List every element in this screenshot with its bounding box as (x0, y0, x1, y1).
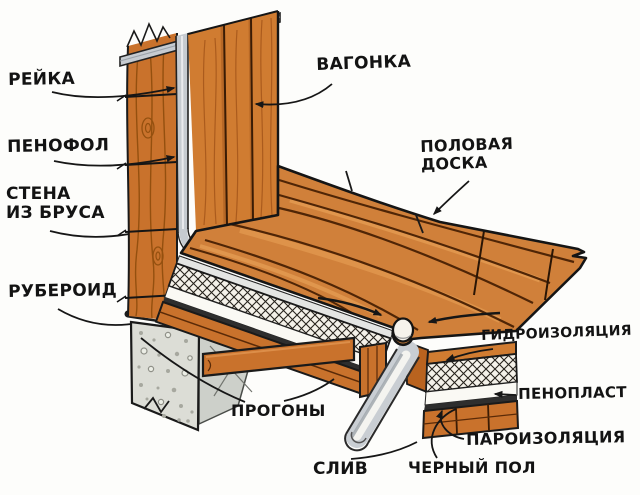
leader-polovaya (432, 180, 470, 216)
leader-paroizolyatsiya (436, 409, 465, 440)
label-stena-line1: СТЕНА (6, 184, 71, 204)
floor-boards (179, 164, 588, 347)
label-stena-line2: ИЗ БРУСА (6, 203, 105, 224)
wall-torn-top-edge (126, 21, 171, 48)
floor-joist-beam (201, 336, 356, 378)
leader-penofol (53, 155, 176, 167)
leader-reika (51, 86, 176, 99)
label-paroizolyatsiya: ПАРОИЗОЛЯЦИЯ (465, 427, 626, 449)
label-penoplast: ПЕНОПЛАСТ (517, 383, 627, 403)
label-stena-iz-brusa: СТЕНА ИЗ БРУСА (6, 184, 105, 224)
airflow-arrows (317, 296, 501, 324)
lining-boards (187, 10, 280, 232)
leader-progony-left (140, 337, 246, 403)
leader-vagonka (254, 83, 333, 109)
leader-penoplast (493, 390, 517, 398)
label-penofol: ПЕНОФОЛ (6, 135, 110, 157)
label-polovaya-doska: ПОЛОВАЯ ДОСКА (420, 134, 514, 174)
label-sliv: СЛИВ (313, 459, 368, 479)
leader-stena (49, 230, 130, 238)
drain-gutter (344, 341, 420, 452)
edge-tick-marks (345, 170, 424, 234)
label-vagonka: ВАГОНКА (315, 51, 412, 75)
label-ruberoid: РУБЕРОИД (7, 280, 118, 302)
label-cherny-pol: ЧЕРНЫЙ ПОЛ (408, 458, 536, 477)
leader-ruberoid (57, 308, 132, 326)
drain-hole (391, 317, 415, 343)
leader-sliv (350, 441, 418, 460)
label-reika: РЕЙКА (7, 68, 76, 90)
label-progony: ПРОГОНЫ (231, 401, 326, 420)
leader-gidroizolyatsiya (445, 348, 494, 361)
label-polovaya-line2: ДОСКА (420, 152, 488, 174)
timber-wall (116, 33, 178, 321)
leader-progony-right (283, 378, 335, 402)
leader-lines (49, 83, 517, 460)
vapor-barrier-line (424, 395, 517, 411)
leader-cherny-pol (431, 408, 457, 459)
